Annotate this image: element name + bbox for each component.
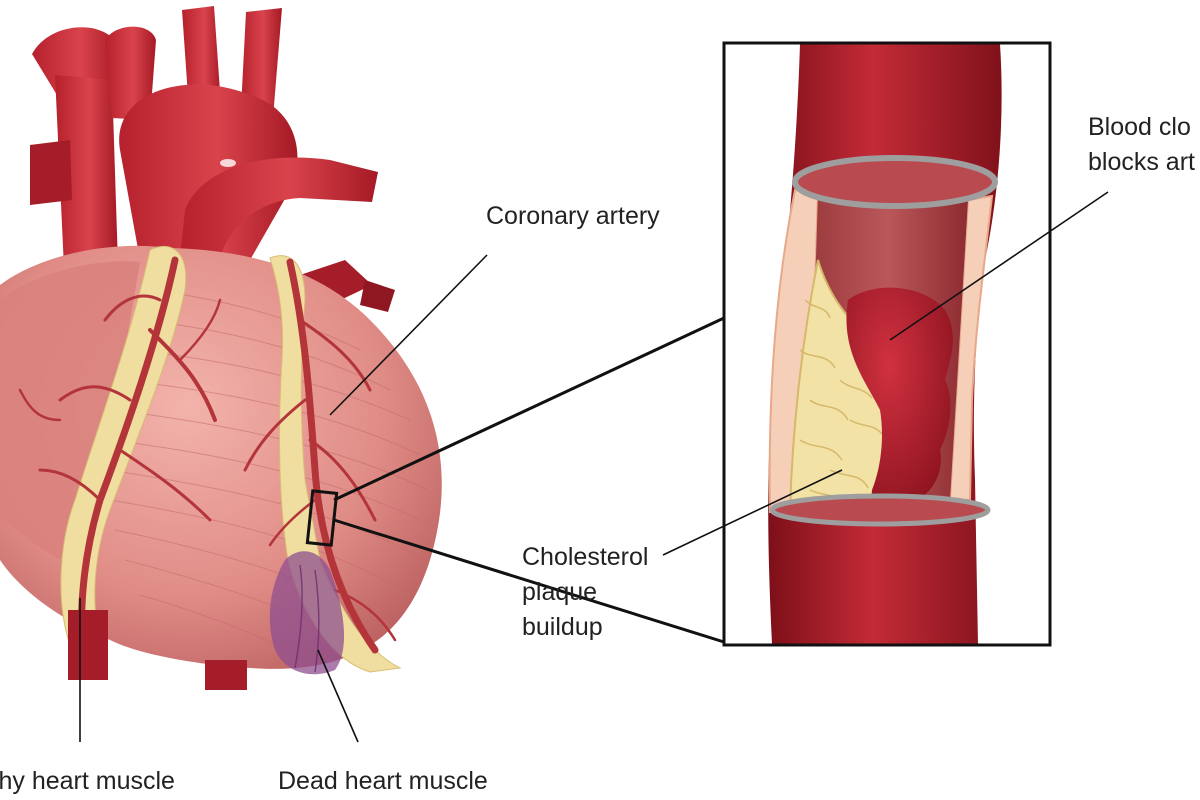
great-vessels <box>30 6 395 312</box>
plaque-label-line1: Cholesterol <box>522 543 649 571</box>
plaque-pointer <box>662 469 843 556</box>
blood-clot-label-line2: blocks art <box>1088 148 1195 176</box>
dead-heart-muscle-label: Dead heart muscle <box>278 764 488 799</box>
blood-clot-label-line1: Blood clo <box>1088 113 1191 141</box>
artery-bottom-opening <box>769 493 991 527</box>
blood-clot-label: Blood clo blocks art <box>1088 110 1195 180</box>
healthy-heart-muscle-label-text: lthy heart muscle <box>0 767 175 795</box>
artery-cross-section-inset <box>722 41 1052 647</box>
blockage-marker-box <box>305 489 339 547</box>
blood-clot <box>846 287 953 510</box>
heart-illustration <box>0 6 442 690</box>
coronary-artery-pointer <box>329 254 488 416</box>
right-atrium <box>0 261 140 560</box>
inset-frame <box>722 41 1052 647</box>
leader-lines <box>79 191 1109 743</box>
descending-vessel <box>205 660 247 690</box>
artery-wall-right <box>948 194 994 501</box>
plaque-label-line2: plaque <box>522 578 598 606</box>
blood-clot-pointer <box>889 191 1109 341</box>
inferior-vessel <box>68 610 108 680</box>
coronary-artery-label-text: Coronary artery <box>486 202 660 230</box>
zoom-connector-lower <box>333 518 725 644</box>
zoom-connector-upper <box>333 316 725 502</box>
artery-top-opening <box>792 155 998 209</box>
coronary-arteries <box>18 256 397 654</box>
dead-heart-muscle-region <box>269 551 345 675</box>
dead-heart-muscle-label-text: Dead heart muscle <box>278 767 488 795</box>
plaque-label: Cholesterol plaque buildup <box>522 540 648 645</box>
dead-muscle-pointer <box>317 649 359 743</box>
plaque-label-line3: buildup <box>522 613 603 641</box>
healthy-heart-muscle-label: lthy heart muscle <box>0 764 175 799</box>
coronary-artery-label: Coronary artery <box>486 199 660 234</box>
